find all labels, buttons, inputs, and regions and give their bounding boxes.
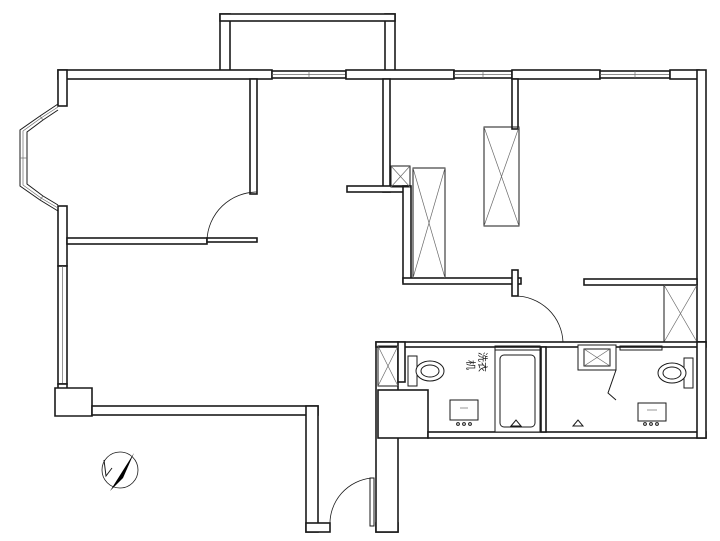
entrance-door (329, 477, 375, 527)
bay-window (19, 103, 59, 212)
top-exterior-wall (57, 69, 700, 80)
north-arrow-icon (101, 451, 139, 491)
toilet-icon (657, 357, 694, 389)
center-walls (346, 78, 698, 343)
right-exterior-wall (696, 69, 707, 343)
shaft-icon (577, 344, 617, 401)
left-exterior-wall (54, 69, 93, 417)
bathroom-block (375, 341, 707, 439)
balcony-top (219, 13, 396, 73)
sink-icon (637, 402, 667, 426)
cabinets (390, 126, 698, 343)
sink-icon (449, 399, 479, 426)
laundry-label-line2: 机 (464, 360, 477, 370)
bedroom-walls (66, 78, 258, 245)
toilet-icon (407, 355, 445, 387)
bathtub-icon (494, 349, 585, 433)
bottom-walls (91, 341, 429, 533)
laundry-label-line1: 洗衣 (476, 352, 489, 372)
